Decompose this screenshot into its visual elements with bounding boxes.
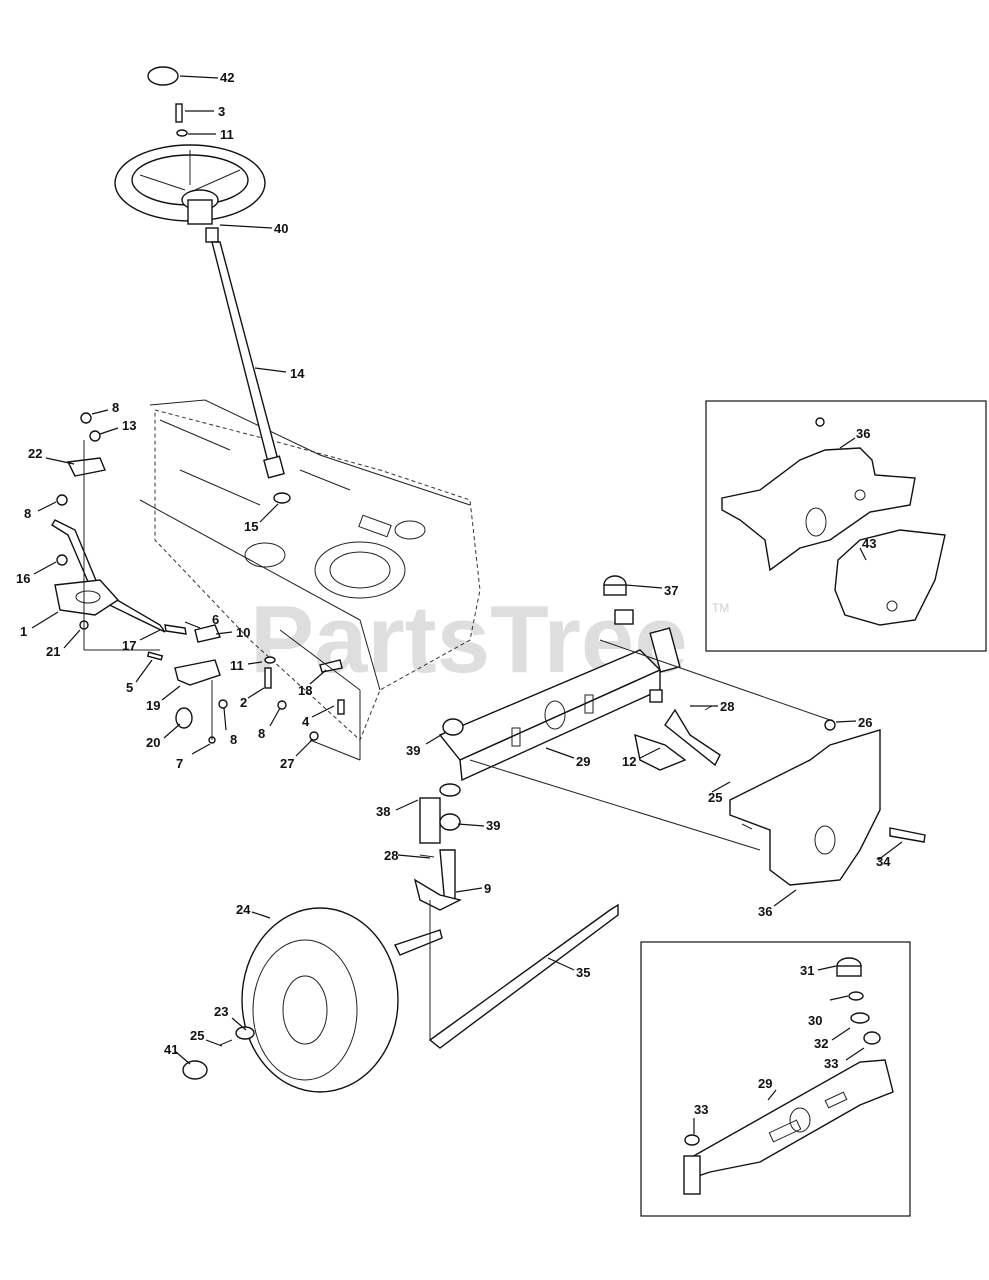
callout-label: 34 — [876, 854, 891, 869]
callout-label: 4 — [302, 714, 310, 729]
callout-label: 11 — [220, 127, 234, 142]
callout-label: 23 — [214, 1004, 228, 1019]
callout-label: 9 — [484, 881, 491, 896]
callout-label: 17 — [122, 638, 136, 653]
callout-label: 2 — [240, 695, 247, 710]
callout-label: 36 — [856, 426, 870, 441]
callout-label: 41 — [164, 1042, 178, 1057]
callout-label: 35 — [576, 965, 590, 980]
front-axle — [419, 575, 831, 851]
callout-label: 42 — [220, 70, 234, 85]
watermark-trademark: TM — [712, 601, 729, 615]
axle-bracket — [729, 719, 926, 886]
callout-label: 40 — [274, 221, 288, 236]
callout-label: 11 — [230, 658, 244, 673]
callout-label: 29 — [576, 754, 590, 769]
callout-label: 25 — [708, 790, 722, 805]
steering-shaft — [205, 227, 285, 479]
callout-label: 5 — [126, 680, 133, 695]
callout-label: 22 — [28, 446, 42, 461]
callout-label: 33 — [824, 1056, 838, 1071]
callout-label: 8 — [112, 400, 119, 415]
callout-label: 24 — [236, 902, 251, 917]
callout-label: 32 — [814, 1036, 828, 1051]
callout-label: 39 — [486, 818, 500, 833]
callout-label: 18 — [298, 683, 312, 698]
callout-label: 37 — [664, 583, 678, 598]
steering-wheel — [114, 66, 266, 225]
callout-label: 8 — [24, 506, 31, 521]
callout-label: 43 — [862, 536, 876, 551]
callout-label: 36 — [758, 904, 772, 919]
callout-label: 16 — [16, 571, 30, 586]
callout-label: 15 — [244, 519, 258, 534]
callout-label: 19 — [146, 698, 160, 713]
callout-label: 28 — [720, 699, 734, 714]
callout-label: 12 — [622, 754, 636, 769]
callout-label: 1 — [20, 624, 27, 639]
front-wheel — [182, 907, 399, 1093]
callout-label: 8 — [230, 732, 237, 747]
callout-label: 8 — [258, 726, 265, 741]
callout-label: 30 — [808, 1013, 822, 1028]
spindle-and-tie-rod — [394, 849, 619, 1049]
callout-label: 6 — [212, 612, 219, 627]
callout-label: 33 — [694, 1102, 708, 1117]
callout-label: 10 — [236, 625, 250, 640]
inset-axle: 31 30 32 33 29 33 — [640, 941, 911, 1217]
callout-label: 21 — [46, 644, 60, 659]
callout-label: 29 — [758, 1076, 772, 1091]
inset-axle-bracket: 36 43 — [705, 400, 987, 652]
callout-label: 31 — [800, 963, 814, 978]
callouts: 42 3 11 40 14 8 13 22 15 8 16 1 21 17 6 … — [16, 70, 903, 1065]
callout-label: 28 — [384, 848, 398, 863]
callout-label: 3 — [218, 104, 225, 119]
callout-label: 7 — [176, 756, 183, 771]
callout-label: 27 — [280, 756, 294, 771]
callout-label: 39 — [406, 743, 420, 758]
callout-label: 13 — [122, 418, 136, 433]
callout-label: 38 — [376, 804, 390, 819]
callout-label: 26 — [858, 715, 872, 730]
callout-label: 20 — [146, 735, 160, 750]
steering-linkage — [51, 412, 361, 761]
callout-label: 25 — [190, 1028, 204, 1043]
callout-label: 14 — [290, 366, 305, 381]
chassis-frame — [139, 399, 481, 741]
